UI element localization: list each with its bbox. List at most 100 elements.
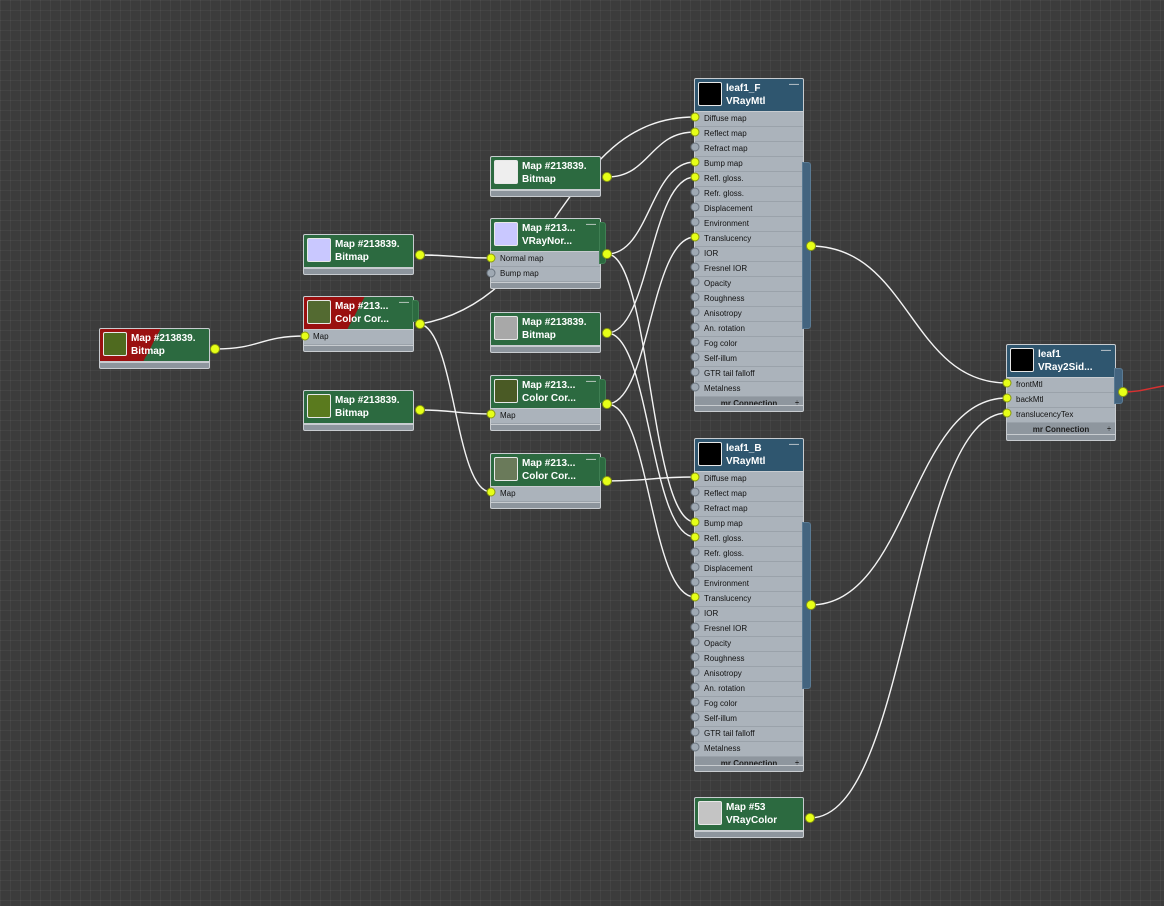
map-node-n5[interactable]: Map #213839... Bitmap [490, 156, 612, 198]
input-socket[interactable] [690, 307, 700, 317]
input-socket[interactable] [486, 268, 496, 278]
output-socket[interactable] [415, 405, 425, 415]
slot-fog-color[interactable]: Fog color [695, 697, 803, 712]
slot-gtr-tail-falloff[interactable]: GTR tail falloff [695, 727, 803, 742]
slot-bump-map[interactable]: Bump map [695, 517, 803, 532]
input-socket[interactable] [690, 697, 700, 707]
node-header[interactable]: Map #213... VRayNor... — [490, 218, 601, 252]
slot-ior[interactable]: IOR [695, 247, 803, 262]
slot-refr-gloss[interactable]: Refr. gloss. [695, 187, 803, 202]
slot-reflect-map[interactable]: Reflect map [695, 127, 803, 142]
slot-translucency-tex[interactable]: translucencyTex [1007, 408, 1115, 423]
slot-back-mtl[interactable]: backMtl [1007, 393, 1115, 408]
input-socket[interactable] [690, 262, 700, 272]
minimize-button[interactable]: — [789, 439, 799, 450]
output-socket[interactable] [806, 600, 816, 610]
input-socket[interactable] [690, 637, 700, 647]
input-socket[interactable] [690, 112, 700, 122]
slot-map[interactable]: Map [491, 409, 600, 424]
minimize-button[interactable]: — [399, 297, 409, 308]
slot-metalness[interactable]: Metalness [695, 742, 803, 757]
mr-connection-bar[interactable]: mr Connection÷ [1007, 423, 1115, 436]
input-socket[interactable] [1002, 408, 1012, 418]
slot-gtr-tail-falloff[interactable]: GTR tail falloff [695, 367, 803, 382]
input-socket[interactable] [486, 253, 496, 263]
slot-refract-map[interactable]: Refract map [695, 142, 803, 157]
slot-displacement[interactable]: Displacement [695, 562, 803, 577]
map-node-n1[interactable]: Map #213839... Bitmap [99, 328, 220, 370]
input-socket[interactable] [690, 367, 700, 377]
minimize-button[interactable]: — [586, 376, 596, 387]
slot-fresnel-ior[interactable]: Fresnel IOR [695, 262, 803, 277]
input-socket[interactable] [690, 667, 700, 677]
input-socket[interactable] [690, 712, 700, 722]
node-header[interactable]: Map #213839... Bitmap [490, 312, 601, 346]
output-socket[interactable] [1118, 387, 1128, 397]
output-socket[interactable] [805, 813, 815, 823]
output-socket[interactable] [602, 399, 612, 409]
input-socket[interactable] [690, 652, 700, 662]
slot-translucency[interactable]: Translucency [695, 592, 803, 607]
expand-arrows-icon[interactable]: ÷ [1107, 426, 1111, 433]
minimize-button[interactable]: — [1101, 345, 1111, 356]
slot-diffuse-map[interactable]: Diffuse map [695, 472, 803, 487]
node-header[interactable]: leaf1_F VRayMtl — [694, 78, 804, 112]
input-socket[interactable] [690, 517, 700, 527]
input-socket[interactable] [690, 577, 700, 587]
slot-roughness[interactable]: Roughness [695, 292, 803, 307]
input-socket[interactable] [486, 409, 496, 419]
input-socket[interactable] [690, 502, 700, 512]
map-node-n4[interactable]: Map #213839... Bitmap [303, 390, 425, 432]
slot-roughness[interactable]: Roughness [695, 652, 803, 667]
output-socket[interactable] [602, 249, 612, 259]
material-node-leaf1-b[interactable]: leaf1_B VRayMtl — Diffuse map Reflect ma… [690, 438, 816, 772]
input-socket[interactable] [690, 172, 700, 182]
slot-opacity[interactable]: Opacity [695, 637, 803, 652]
input-socket[interactable] [690, 562, 700, 572]
slot-refl-gloss[interactable]: Refl. gloss. [695, 532, 803, 547]
minimize-button[interactable]: — [586, 219, 596, 230]
input-socket[interactable] [690, 682, 700, 692]
node-header[interactable]: leaf1 VRay2Sid... — [1006, 344, 1116, 378]
node-header[interactable]: leaf1_B VRayMtl — [694, 438, 804, 472]
input-socket[interactable] [690, 142, 700, 152]
material-node-leaf1-f[interactable]: leaf1_F VRayMtl — Diffuse map Reflect ma… [690, 78, 816, 412]
input-socket[interactable] [1002, 378, 1012, 388]
input-socket[interactable] [486, 487, 496, 497]
map-node-n8[interactable]: Map #213... Color Cor... — Map [486, 375, 612, 431]
slot-anisotropy[interactable]: Anisotropy [695, 667, 803, 682]
slot-an-rotation[interactable]: An. rotation [695, 682, 803, 697]
minimize-button[interactable]: — [789, 79, 799, 90]
slot-diffuse-map[interactable]: Diffuse map [695, 112, 803, 127]
node-header[interactable]: Map #213... Color Cor... — [490, 375, 601, 409]
slot-normal-map[interactable]: Normal map [491, 252, 600, 267]
slot-reflect-map[interactable]: Reflect map [695, 487, 803, 502]
input-socket[interactable] [690, 277, 700, 287]
slot-translucency[interactable]: Translucency [695, 232, 803, 247]
slot-refract-map[interactable]: Refract map [695, 502, 803, 517]
map-node-n6[interactable]: Map #213... VRayNor... — Normal map Bump… [486, 218, 612, 290]
input-socket[interactable] [690, 292, 700, 302]
slot-bump-map[interactable]: Bump map [695, 157, 803, 172]
node-header[interactable]: Map #213... Color Cor... — [303, 296, 414, 330]
node-header[interactable]: Map #213839... Bitmap [303, 390, 414, 424]
slot-front-mtl[interactable]: frontMtl [1007, 378, 1115, 393]
map-node-n2[interactable]: Map #213839... Bitmap [303, 234, 425, 276]
input-socket[interactable] [690, 547, 700, 557]
expand-arrows-icon[interactable]: ÷ [795, 400, 799, 407]
map-node-n9[interactable]: Map #213... Color Cor... — Map [486, 453, 612, 509]
map-node-n10[interactable]: Map #53 VRayColor [694, 797, 815, 839]
slot-self-illum[interactable]: Self-illum [695, 712, 803, 727]
node-header[interactable]: Map #213839... Bitmap [303, 234, 414, 268]
input-socket[interactable] [690, 727, 700, 737]
input-socket[interactable] [690, 382, 700, 392]
output-socket[interactable] [806, 241, 816, 251]
slot-environment[interactable]: Environment [695, 577, 803, 592]
node-header[interactable]: Map #213839... Bitmap [99, 328, 210, 362]
node-header[interactable]: Map #213... Color Cor... — [490, 453, 601, 487]
slot-map[interactable]: Map [491, 487, 600, 502]
input-socket[interactable] [690, 607, 700, 617]
slot-ior[interactable]: IOR [695, 607, 803, 622]
input-socket[interactable] [690, 622, 700, 632]
node-header[interactable]: Map #213839... Bitmap [490, 156, 601, 190]
